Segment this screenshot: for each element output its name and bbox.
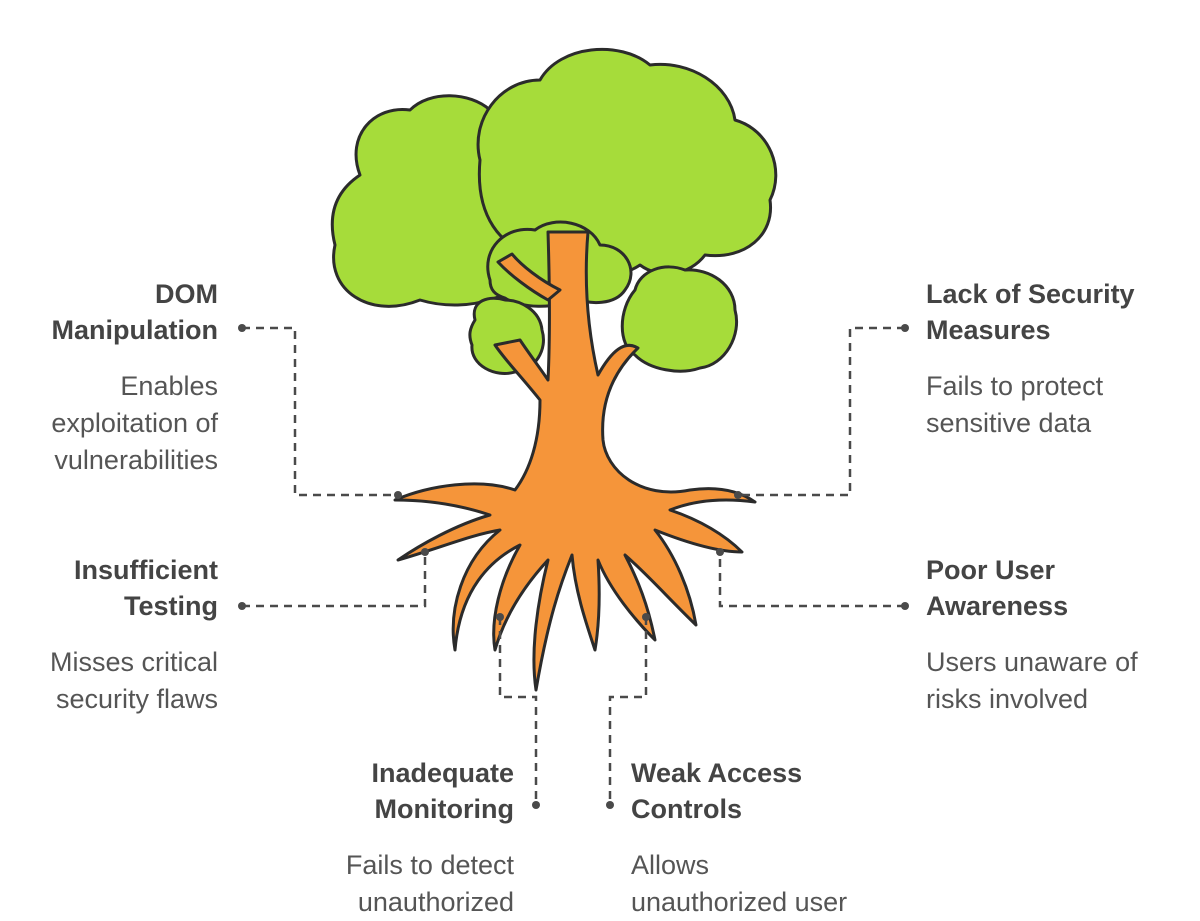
cause-description: Enables exploitation of vulnerabilities bbox=[51, 371, 218, 475]
cause-title: Weak Access Controls bbox=[631, 758, 803, 824]
cause-weak-access-controls: Weak Access Controls Allows unauthorized… bbox=[631, 755, 891, 921]
connector-dot bbox=[716, 548, 724, 556]
root-cause-tree-diagram bbox=[238, 47, 909, 809]
connector-dots bbox=[238, 324, 909, 809]
cause-description: Fails to protect sensitive data bbox=[926, 371, 1104, 438]
cause-description: Users unaware of risks involved bbox=[926, 647, 1138, 714]
connector-dot bbox=[901, 602, 909, 610]
connector-weak-access-controls bbox=[608, 617, 648, 805]
cause-description: Misses critical security flaws bbox=[49, 647, 218, 714]
cause-description: Allows unauthorized user bbox=[631, 850, 848, 917]
connector-dot bbox=[238, 324, 246, 332]
cause-title: Lack of Security Measures bbox=[926, 279, 1135, 345]
cause-lack-of-security-measures: Lack of Security Measures Fails to prote… bbox=[926, 276, 1186, 442]
cause-description: Fails to detect unauthorized bbox=[345, 850, 514, 917]
tree-branch-left bbox=[496, 252, 562, 302]
foliage-cluster-small-right bbox=[620, 265, 738, 373]
cause-title: Insufficient Testing bbox=[73, 555, 218, 621]
cause-title: DOM Manipulation bbox=[51, 279, 218, 345]
cause-dom-manipulation: DOM Manipulation Enables exploitation of… bbox=[0, 276, 218, 479]
connector-dot bbox=[421, 548, 429, 556]
connector-dot bbox=[532, 801, 540, 809]
connector-poor-user-awareness bbox=[718, 552, 905, 608]
connector-dom-manipulation bbox=[242, 326, 398, 497]
cause-insufficient-testing: Insufficient Testing Misses critical sec… bbox=[0, 552, 218, 718]
cause-inadequate-monitoring: Inadequate Monitoring Fails to detect un… bbox=[254, 755, 514, 921]
connector-dot bbox=[496, 613, 504, 621]
connectors bbox=[242, 326, 905, 805]
connector-dot bbox=[238, 602, 246, 610]
connector-lack-of-security-measures bbox=[738, 326, 905, 497]
cause-poor-user-awareness: Poor User Awareness Users unaware of ris… bbox=[926, 552, 1186, 718]
connector-dot bbox=[394, 491, 402, 499]
cause-title: Poor User Awareness bbox=[926, 555, 1069, 621]
connector-dot bbox=[901, 324, 909, 332]
connector-dot bbox=[606, 801, 614, 809]
cause-title: Inadequate Monitoring bbox=[371, 758, 514, 824]
connector-dot bbox=[734, 491, 742, 499]
connector-dot bbox=[642, 613, 650, 621]
connector-inadequate-monitoring bbox=[498, 617, 538, 805]
connector-insufficient-testing bbox=[242, 552, 427, 608]
